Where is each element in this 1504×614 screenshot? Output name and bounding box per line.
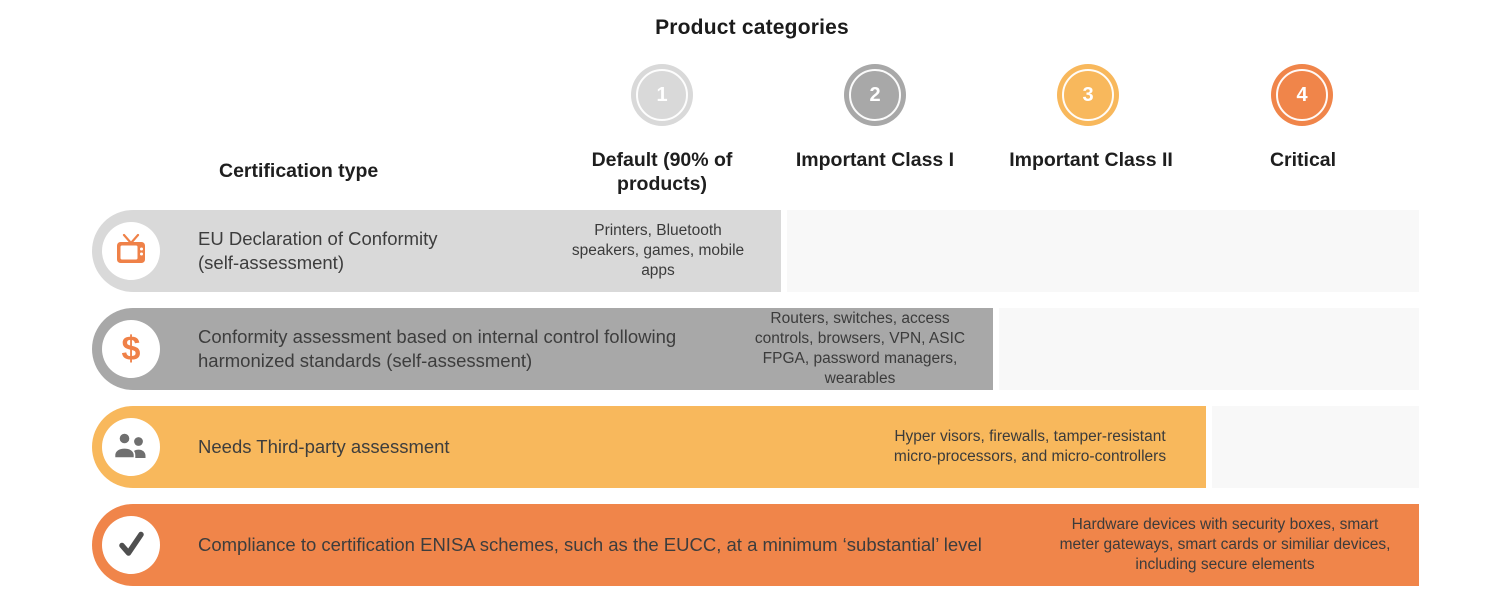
- category-circle-3: 3: [1057, 64, 1119, 126]
- row-bar: [92, 406, 1206, 488]
- row-track: [1212, 406, 1419, 488]
- row-icon-circle: [102, 222, 160, 280]
- row-bar: [92, 308, 993, 390]
- category-number: 2: [869, 83, 881, 106]
- row-icon-circle: $: [102, 320, 160, 378]
- row-track: [999, 308, 1419, 390]
- category-circle-ring: [1062, 69, 1114, 121]
- category-circle-2: 2: [844, 64, 906, 126]
- row-bar: [92, 210, 781, 292]
- row-products: Routers, switches, access controls, brow…: [754, 310, 966, 387]
- category-number: 3: [1082, 83, 1094, 106]
- row-bar: [92, 504, 1419, 586]
- page-title: Product categories: [655, 16, 849, 39]
- row-products: Hardware devices with security boxes, sm…: [1059, 516, 1391, 573]
- row-third-party-assessment: Needs Third-party assessment Hyper visor…: [92, 406, 1419, 488]
- category-label-important-class-1: Important Class I: [795, 149, 955, 171]
- row-label: Compliance to certification ENISA scheme…: [198, 534, 982, 555]
- row-icon-circle: [102, 516, 160, 574]
- category-label-important-class-2: Important Class II: [1009, 149, 1173, 171]
- row-label: Conformity assessment based on internal …: [198, 326, 677, 371]
- category-circle-1: 1: [631, 64, 693, 126]
- row-label: Needs Third-party assessment: [198, 436, 450, 457]
- certification-type-header: Certification type: [219, 160, 379, 182]
- check-icon: [114, 528, 148, 563]
- people-icon: [112, 431, 150, 464]
- row-products: Hyper visors, firewalls, tamper-resistan…: [893, 428, 1167, 465]
- category-label-default: Default (90% of products): [591, 149, 733, 195]
- category-number: 1: [656, 83, 668, 106]
- row-track: [787, 210, 1419, 292]
- row-products: Printers, Bluetooth speakers, games, mob…: [571, 222, 745, 279]
- category-circle-ring: [1276, 69, 1328, 121]
- category-circle-ring: [636, 69, 688, 121]
- category-number: 4: [1296, 83, 1308, 106]
- category-circle-ring: [849, 69, 901, 121]
- dollar-icon: $: [121, 330, 141, 368]
- row-icon-circle: [102, 418, 160, 476]
- row-label: EU Declaration of Conformity (self-asses…: [198, 228, 438, 273]
- row-eu-declaration: EU Declaration of Conformity (self-asses…: [92, 210, 1419, 292]
- tv-icon: [113, 233, 149, 270]
- category-circle-4: 4: [1271, 64, 1333, 126]
- row-conformity-assessment: $ Conformity assessment based on interna…: [92, 308, 1419, 390]
- category-label-critical: Critical: [1269, 149, 1337, 171]
- row-enisa-certification: Compliance to certification ENISA scheme…: [92, 504, 1419, 586]
